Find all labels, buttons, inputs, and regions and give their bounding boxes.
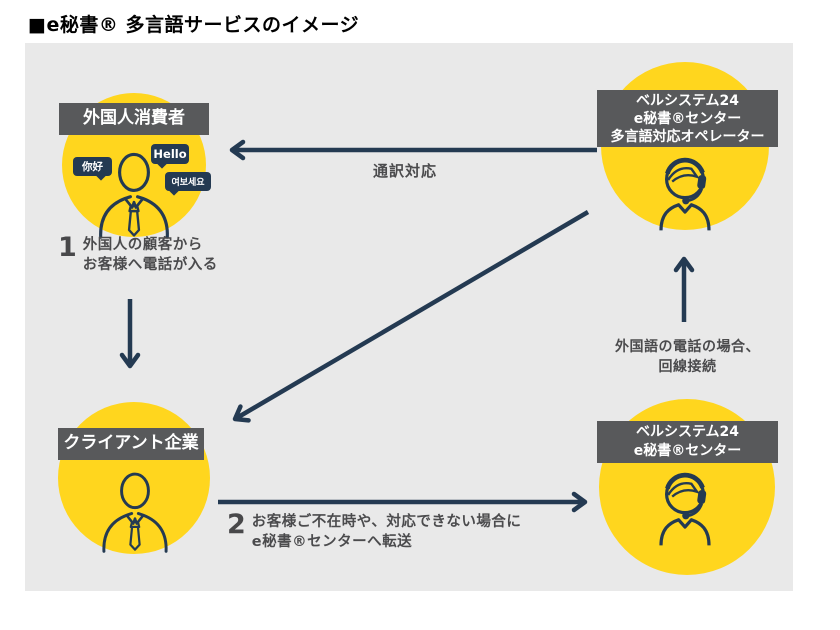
label-line: ベルシステム24 (635, 424, 740, 440)
label-line: e秘書®センター (633, 443, 742, 459)
bubble-text: Hello (153, 147, 187, 161)
step1-text: 外国人の顧客から お客様へ電話が入る (83, 235, 218, 275)
businessperson-icon (99, 152, 169, 239)
label-text: 外国人消費者 (83, 108, 185, 129)
interpretation-flow-label: 通訳対応 (340, 160, 470, 181)
operator-headset-icon (659, 472, 711, 546)
speech-bubble-english: Hello (151, 144, 189, 164)
step2-text: お客様ご不在時や、対応できない場合に e秘書®センターへ転送 (252, 512, 522, 552)
businessperson-icon (102, 472, 168, 553)
step1-line1: 外国人の顧客から (82, 237, 203, 253)
step2-annotation: 2 お客様ご不在時や、対応できない場合に e秘書®センターへ転送 (227, 509, 522, 552)
bubble-text: 你好 (82, 161, 103, 173)
label-line: e秘書®センター (633, 110, 742, 127)
step2-line2: e秘書®センターへ転送 (251, 534, 413, 550)
step1-annotation: 1 外国人の顧客から お客様へ電話が入る (58, 232, 218, 275)
operator-headset-icon (659, 157, 711, 231)
client-company-circle (58, 402, 210, 554)
speech-bubble-chinese: 你好 (73, 157, 112, 176)
speech-bubble-korean: 여보세요 (165, 172, 211, 191)
interpretation-text: 通訳対応 (372, 162, 437, 180)
page-title: ■e秘書® 多言語サービスのイメージ (28, 14, 360, 36)
step1-number: 1 (58, 232, 77, 263)
step1-line2: お客様へ電話が入る (82, 257, 218, 273)
foreign-consumer-label: 外国人消費者 (59, 103, 209, 135)
step2-number: 2 (227, 509, 246, 540)
label-line: ベルシステム24 (635, 92, 740, 109)
client-company-label: クライアント企業 (58, 428, 204, 460)
esecretary-center-label: ベルシステム24 e秘書®センター (597, 421, 778, 463)
line-connection-flow-label: 外国語の電話の場合、 回線接続 (595, 337, 780, 377)
multilingual-operator-label: ベルシステム24 e秘書®センター 多言語対応オペレーター (597, 90, 778, 147)
label-text: クライアント企業 (63, 433, 199, 454)
label-line: 多言語対応オペレーター (610, 128, 765, 145)
connect-line1: 外国語の電話の場合、 (615, 339, 760, 355)
bubble-text: 여보세요 (171, 178, 205, 188)
step2-line1: お客様ご不在時や、対応できない場合に (251, 514, 522, 530)
connect-line2: 回線接続 (658, 359, 717, 375)
